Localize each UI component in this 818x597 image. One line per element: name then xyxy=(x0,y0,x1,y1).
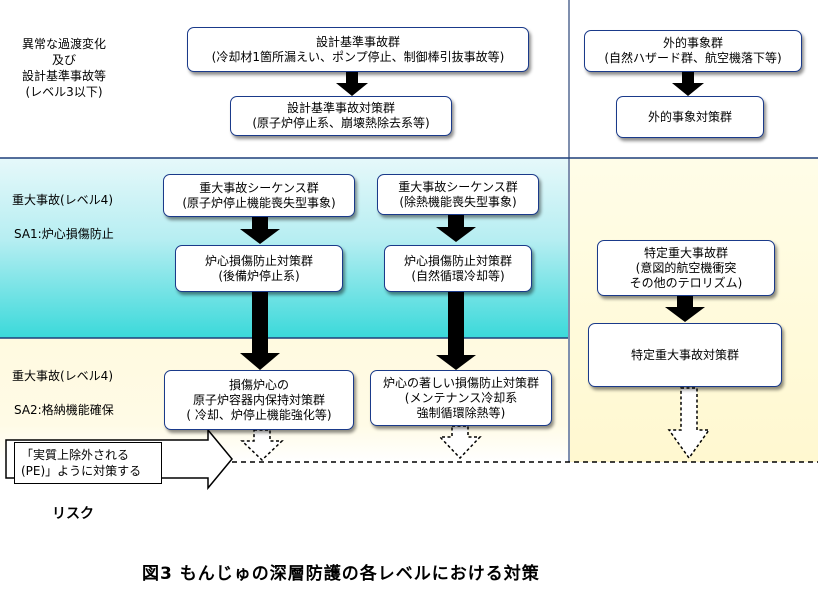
box-detail: その他のテロリズム) xyxy=(629,275,743,290)
pe-line: 「実質上除外される xyxy=(21,448,130,462)
sa1-label: SA1:炉心損傷防止 xyxy=(14,227,114,241)
specific-severe-events-box: 特定重大事故群 (意図的航空機衝突 その他のテロリズム) xyxy=(597,240,775,296)
external-measures-box: 外的事象対策群 xyxy=(616,96,764,138)
box-detail: (メンテナンス冷却系 xyxy=(404,390,518,405)
box-title: 重大事故シーケンス群 xyxy=(398,179,518,194)
in-vessel-retention-box: 損傷炉心の 原子炉容器内保持対策群 ( 冷却、炉停止機能強化等) xyxy=(164,370,354,430)
box-title: 特定重大事故対策群 xyxy=(630,347,739,362)
severe-damage-prevention-box: 炉心の著しい損傷防止対策群 (メンテナンス冷却系 強制循環除熱等) xyxy=(370,370,552,426)
sa1-level-label: 重大事故(レベル4) xyxy=(12,193,113,207)
sequence-heat-box: 重大事故シーケンス群 (除熱機能喪失型事象) xyxy=(377,174,539,215)
level3-label-line: 異常な過渡変化 xyxy=(21,37,106,51)
level3-label-line: 及び xyxy=(51,53,76,67)
box-detail: (意図的航空機衝突 xyxy=(635,260,737,275)
box-title: 重大事故シーケンス群 xyxy=(199,180,319,195)
sequence-scram-box: 重大事故シーケンス群 (原子炉停止機能喪失型事象) xyxy=(163,174,355,217)
sa2-label: SA2:格納機能確保 xyxy=(14,403,114,417)
external-events-box: 外的事象群 (自然ハザード群、航空機落下等) xyxy=(584,30,802,72)
dba-events-box: 設計基準事故群 (冷却材1箇所漏えい、ポンプ停止、制御棒引抜事故等) xyxy=(187,27,529,72)
risk-label: リスク xyxy=(52,506,94,522)
box-title: 炉心損傷防止対策群 xyxy=(204,253,313,268)
box-title: 損傷炉心の xyxy=(228,377,289,392)
core-damage-prevention-scram-box: 炉心損傷防止対策群 (後備炉停止系) xyxy=(175,245,343,292)
sa2-level-label: 重大事故(レベル4) xyxy=(12,369,113,383)
box-title: 外的事象対策群 xyxy=(647,109,732,124)
dba-measures-box: 設計基準事故対策群 (原子炉停止系、崩壊熱除去系等) xyxy=(230,96,452,136)
box-title: 原子炉容器内保持対策群 xyxy=(192,392,325,407)
box-title: 炉心の著しい損傷防止対策群 xyxy=(382,375,539,390)
box-title: 外的事象群 xyxy=(662,36,723,50)
level3-label: 異常な過渡変化 及び 設計基準事故等 (レベル3以下) xyxy=(8,36,120,100)
level3-label-line: 設計基準事故等 xyxy=(21,69,106,83)
practically-eliminated-box: 「実質上除外される (PE)」ように対策する xyxy=(14,442,162,484)
pe-line: (PE)」ように対策する xyxy=(21,464,142,478)
box-title: 設計基準事故対策群 xyxy=(286,101,395,115)
box-detail: (原子炉停止機能喪失型事象) xyxy=(182,195,336,210)
box-detail: (除熱機能喪失型事象) xyxy=(399,194,517,209)
figure-caption: 図3 もんじゅの深層防護の各レベルにおける対策 xyxy=(142,564,540,584)
box-title: 特定重大事故群 xyxy=(643,245,728,260)
box-detail: (原子炉停止系、崩壊熱除去系等) xyxy=(252,116,430,130)
box-detail: (後備炉停止系) xyxy=(218,268,300,283)
level3-label-line: (レベル3以下) xyxy=(25,85,103,99)
specific-severe-measures-box: 特定重大事故対策群 xyxy=(588,323,782,387)
box-detail: 強制循環除熱等) xyxy=(416,405,506,420)
box-title: 設計基準事故群 xyxy=(315,34,400,49)
box-detail: ( 冷却、炉停止機能強化等) xyxy=(186,407,332,422)
box-detail: (自然循環冷却等) xyxy=(411,268,505,283)
box-detail: (冷却材1箇所漏えい、ポンプ停止、制御棒引抜事故等) xyxy=(211,49,505,64)
box-detail: (自然ハザード群、航空機落下等) xyxy=(604,51,782,65)
box-title: 炉心損傷防止対策群 xyxy=(403,253,512,268)
core-damage-prevention-heat-box: 炉心損傷防止対策群 (自然循環冷却等) xyxy=(384,245,532,292)
